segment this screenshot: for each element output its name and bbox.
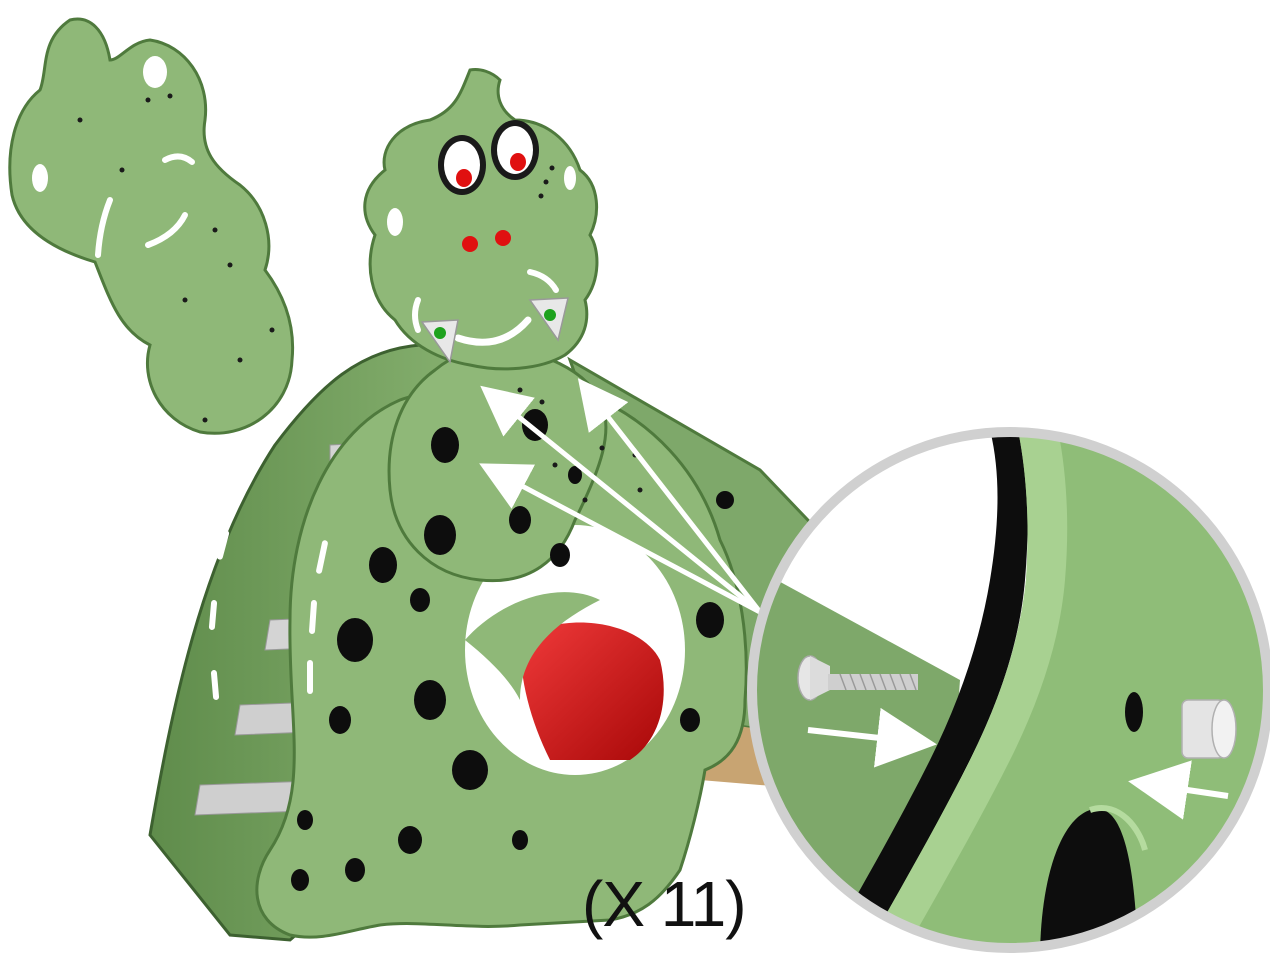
cheek-handle-right — [528, 297, 569, 342]
nostril-left — [462, 236, 478, 252]
body-panel — [255, 386, 748, 939]
callout-arrow — [807, 707, 937, 768]
callout-arrow — [480, 385, 763, 615]
slide-bed — [520, 622, 664, 760]
callout-arrow — [1128, 760, 1229, 820]
quantity-label: (X 11) — [582, 868, 747, 940]
mouth — [454, 316, 532, 346]
zoom-detail-circle — [747, 427, 1270, 953]
bolt — [797, 655, 918, 701]
tail-panel — [8, 17, 295, 435]
callout-arrows — [479, 378, 763, 615]
head-panel — [363, 68, 599, 371]
cap-nut — [1181, 699, 1237, 759]
callout-arrow — [577, 378, 763, 615]
callout-arrow — [479, 463, 763, 615]
eyes — [438, 120, 539, 195]
cheek-handle-left — [420, 319, 459, 364]
nostril-right — [495, 230, 511, 246]
